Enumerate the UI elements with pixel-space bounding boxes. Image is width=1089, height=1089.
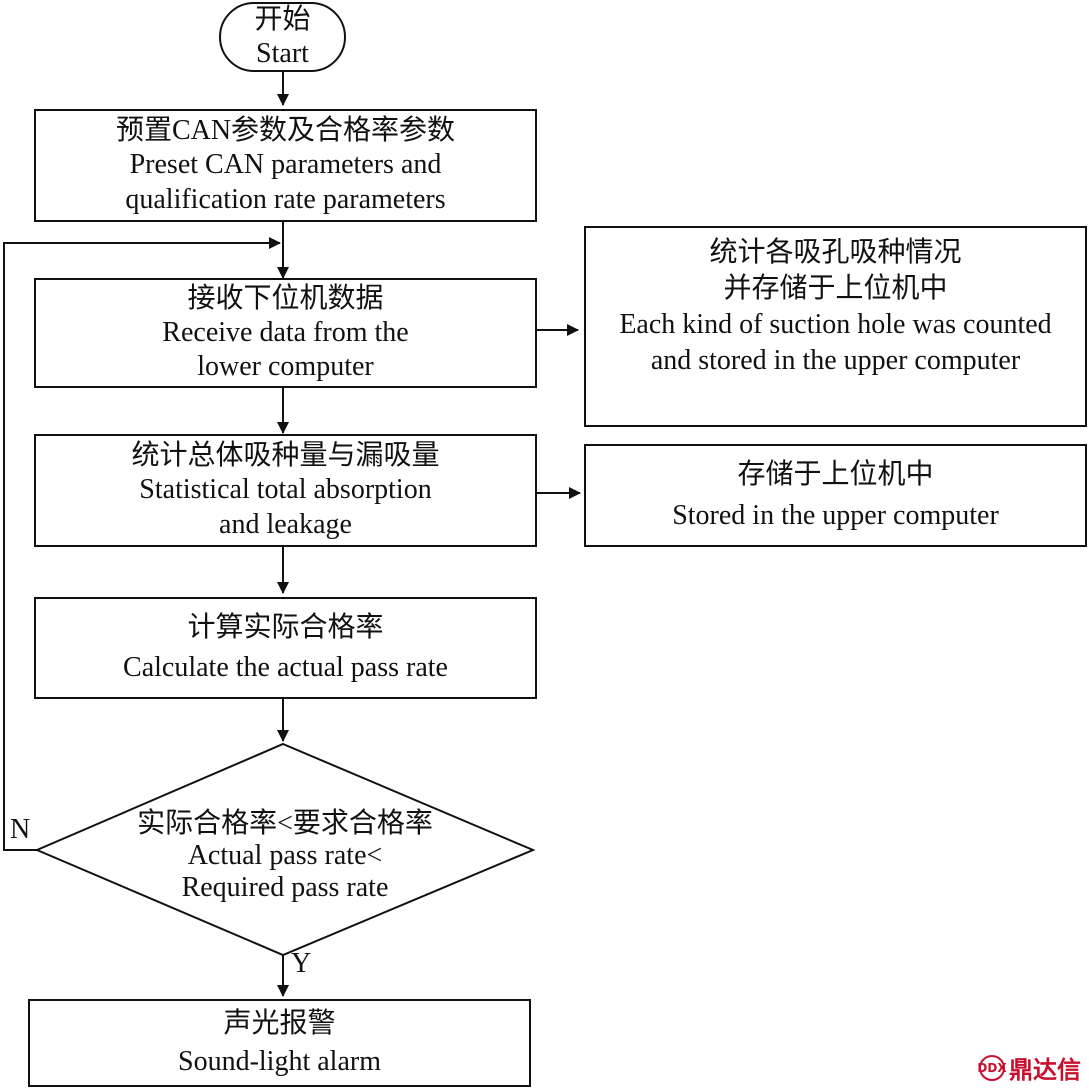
- count-label-zh-2: 并存储于上位机中: [723, 273, 948, 305]
- decision-text: 实际合格率<要求合格率 Actual pass rate< Required p…: [60, 808, 510, 904]
- store-label-en: Stored in the upper computer: [672, 499, 999, 531]
- watermark-logo-icon: DDX: [977, 1054, 1007, 1081]
- receive-data-box: 接收下位机数据 Receive data from the lower comp…: [34, 278, 537, 388]
- receive-label-zh: 接收下位机数据: [187, 282, 384, 314]
- decision-label-en-2: Required pass rate: [181, 871, 389, 903]
- count-suction-holes-box: 统计各吸孔吸种情况 并存储于上位机中 Each kind of suction …: [584, 226, 1087, 427]
- statistical-label-zh: 统计总体吸种量与漏吸量: [131, 440, 440, 472]
- start-terminal: 开始 Start: [219, 2, 346, 72]
- watermark-text: 鼎达信: [1009, 1056, 1081, 1084]
- preset-label-zh: 预置CAN参数及合格率参数: [115, 115, 456, 147]
- preset-parameters-box: 预置CAN参数及合格率参数 Preset CAN parameters and …: [34, 109, 537, 222]
- alarm-label-zh: 声光报警: [223, 1007, 336, 1039]
- decision-label-zh: 实际合格率<要求合格率: [137, 808, 433, 839]
- store-label-zh: 存储于上位机中: [737, 459, 934, 491]
- statistical-total-box: 统计总体吸种量与漏吸量 Statistical total absorption…: [34, 434, 537, 547]
- count-label-en-2: and stored in the upper computer: [650, 345, 1021, 377]
- count-label-zh-1: 统计各吸孔吸种情况: [709, 237, 962, 268]
- receive-label-en-2: lower computer: [197, 351, 374, 383]
- calculate-label-en: Calculate the actual pass rate: [123, 652, 448, 683]
- alarm-label-en: Sound-light alarm: [178, 1046, 381, 1077]
- start-label-en: Start: [256, 38, 309, 69]
- decision-diamond: [34, 742, 536, 957]
- start-label-zh: 开始: [254, 3, 311, 35]
- no-branch-label: N: [10, 814, 31, 845]
- calculate-pass-rate-box: 计算实际合格率 Calculate the actual pass rate: [34, 597, 537, 699]
- yes-branch-label: Y: [291, 948, 312, 979]
- statistical-label-en-2: and leakage: [219, 508, 352, 540]
- store-upper-computer-box: 存储于上位机中 Stored in the upper computer: [584, 444, 1087, 547]
- alarm-box: 声光报警 Sound-light alarm: [28, 999, 531, 1087]
- preset-label-en-2: qualification rate parameters: [125, 183, 446, 215]
- statistical-label-en-1: Statistical total absorption: [139, 474, 432, 506]
- feedback-loop-no: [3, 237, 281, 851]
- calculate-label-zh: 计算实际合格率: [187, 611, 384, 643]
- preset-label-en-1: Preset CAN parameters and: [129, 149, 442, 181]
- receive-label-en-1: Receive data from the: [162, 316, 409, 348]
- watermark: DDX 鼎达信: [977, 1050, 1081, 1085]
- count-label-en-1: Each kind of suction hole was counted: [619, 309, 1052, 341]
- decision-label-en-1: Actual pass rate<: [187, 839, 383, 871]
